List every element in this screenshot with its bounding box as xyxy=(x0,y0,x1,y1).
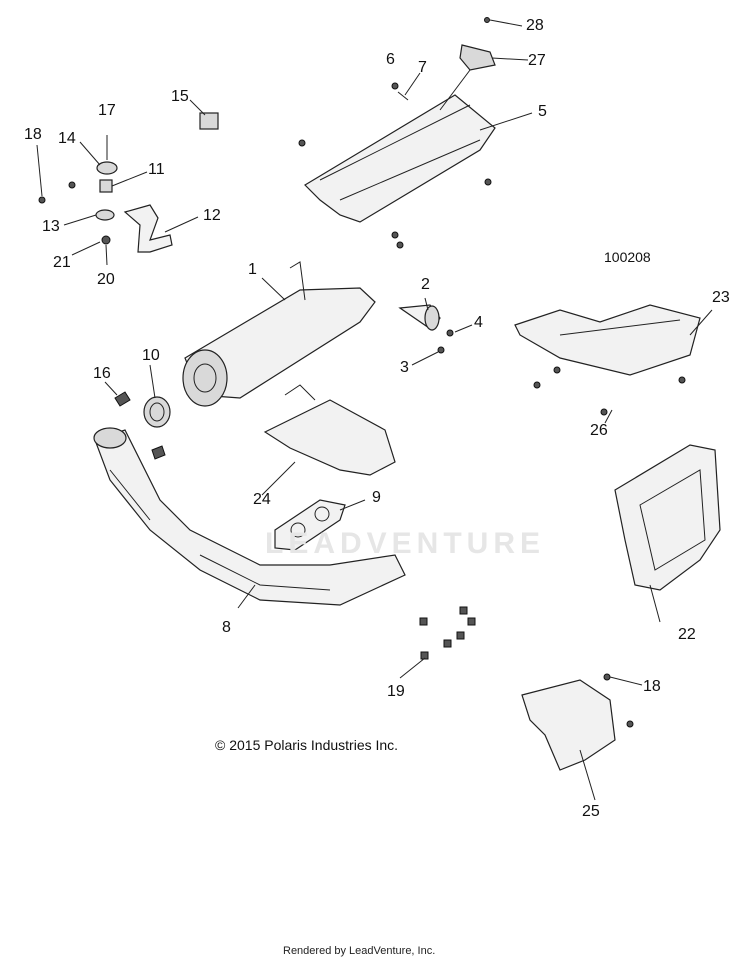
bracket-12 xyxy=(123,204,173,253)
callout-11: 11 xyxy=(148,161,165,178)
callout-13: 13 xyxy=(42,218,60,235)
callout-2: 2 xyxy=(421,276,430,293)
leader-lines xyxy=(36,19,713,801)
callout-22: 22 xyxy=(678,626,696,643)
heat-shield-24 xyxy=(263,384,396,476)
callout-26: 26 xyxy=(590,422,608,439)
heat-shield-25 xyxy=(521,679,616,771)
callout-23: 23 xyxy=(712,289,730,306)
callout-16: 16 xyxy=(93,365,111,382)
callout-7: 7 xyxy=(418,59,427,76)
callout-20: 20 xyxy=(97,271,115,288)
spark-arrestor-2 xyxy=(398,304,441,331)
watermark: LEADVENTURE xyxy=(265,527,546,560)
callout-21: 21 xyxy=(53,254,71,271)
callout-14: 14 xyxy=(58,130,76,147)
fasteners-19 xyxy=(419,606,476,660)
callout-1: 1 xyxy=(248,261,257,278)
head-pipe-8 xyxy=(93,427,406,606)
clamp-10 xyxy=(143,396,171,428)
callout-12: 12 xyxy=(203,207,221,224)
callout-9: 9 xyxy=(372,489,381,506)
callout-24: 24 xyxy=(253,491,271,508)
clip-27 xyxy=(459,44,496,71)
callout-18-a: 18 xyxy=(24,126,42,143)
callout-27: 27 xyxy=(528,52,546,69)
spring-16 xyxy=(114,391,131,407)
callout-17: 17 xyxy=(98,102,116,119)
callout-5: 5 xyxy=(538,103,547,120)
callout-4: 4 xyxy=(474,314,483,331)
callout-25: 25 xyxy=(582,803,600,820)
callout-3: 3 xyxy=(400,359,409,376)
grommet-15 xyxy=(199,112,219,130)
footer-credit: Rendered by LeadVenture, Inc. xyxy=(283,945,436,957)
callout-18-b: 18 xyxy=(643,678,661,695)
mount-hardware xyxy=(38,135,118,245)
gasket-9 xyxy=(274,499,346,551)
heat-shield-23 xyxy=(514,304,701,376)
reference-number: 100208 xyxy=(604,249,651,265)
callout-6: 6 xyxy=(386,51,395,68)
copyright-notice: © 2015 Polaris Industries Inc. xyxy=(215,737,399,753)
heat-shield-22 xyxy=(614,444,721,591)
heat-shield-5 xyxy=(304,44,496,223)
muffler-1 xyxy=(182,261,376,407)
callout-8: 8 xyxy=(222,619,231,636)
callout-10: 10 xyxy=(142,347,160,364)
callout-19: 19 xyxy=(387,683,405,700)
callout-15: 15 xyxy=(171,88,189,105)
callout-28: 28 xyxy=(526,17,544,34)
